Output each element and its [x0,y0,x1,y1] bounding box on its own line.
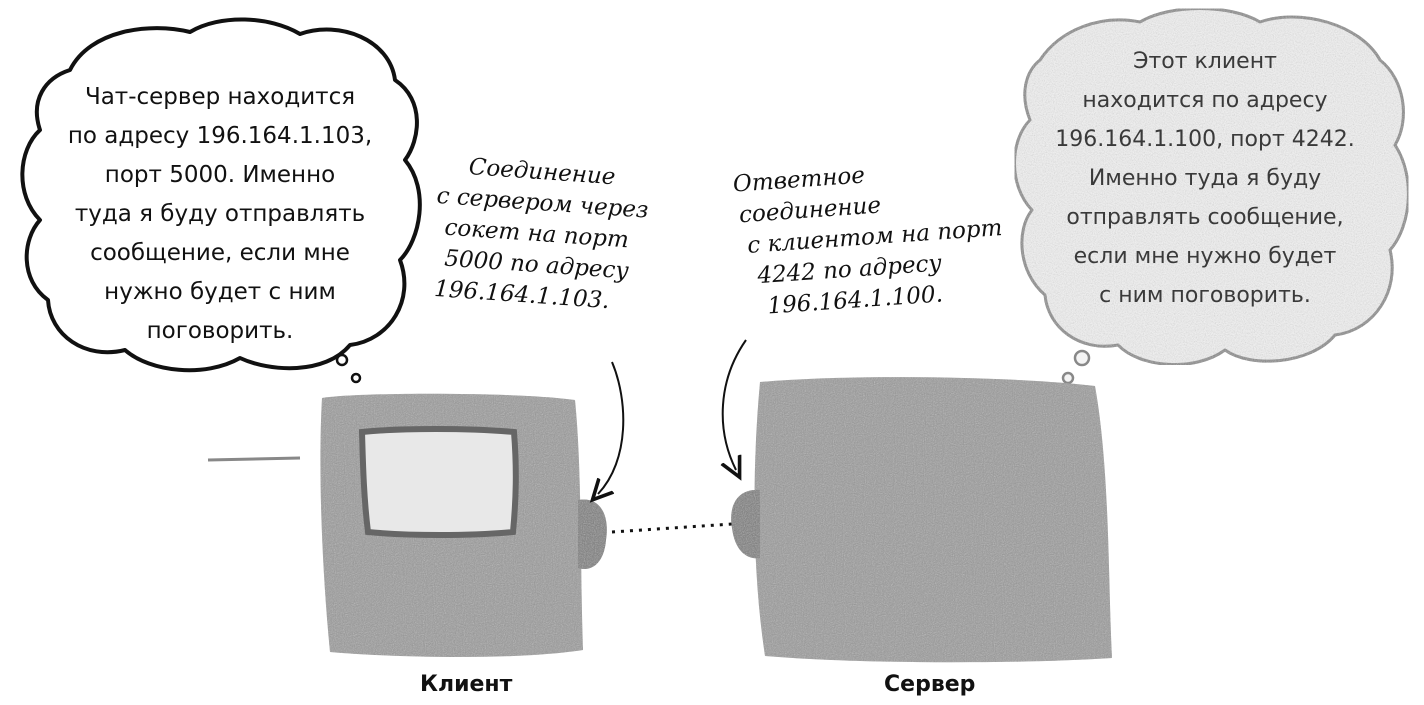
server-icon [754,377,1112,663]
server-thought-line: если мне нужно будет [1073,244,1337,269]
thought-trail-dot [350,372,362,384]
server-thought-line: 196.164.1.100, порт 4242. [1055,127,1355,152]
client-label: Клиент [420,672,513,697]
server-thought-text: Этот клиент находится по адресу 196.164.… [1020,42,1390,315]
server-thought-cloud [1013,7,1410,366]
server-thought-line: отправлять сообщение, [1066,205,1344,230]
thought-trail-dot [1061,371,1075,385]
client-thought-line: нужно будет с ним [104,279,336,305]
socket-connection-line [611,522,733,534]
client-thought-line: по адресу 196.164.1.103, [67,123,373,149]
client-thought-line: Чат-сервер находится [84,84,356,110]
client-socket-icon [578,499,607,570]
thought-trail-dot [1073,349,1091,367]
client-thought-line: сообщение, если мне [90,240,350,266]
client-thought-line: порт 5000. Именно [104,162,336,188]
server-label: Сервер [884,672,976,697]
client-thought-cloud [20,17,422,373]
client-note-arrow [598,361,625,494]
server-thought-line: с ним поговорить. [1099,283,1311,308]
client-thought-text: Чат-сервер находится по адресу 196.164.1… [40,78,400,351]
server-thought-line: Именно туда я буду [1088,166,1322,191]
server-thought-line: находится по адресу [1082,88,1328,113]
client-screen [358,426,519,538]
server-connection-note: Ответное соединение с клиентом на порт 4… [728,151,1008,324]
server-socket-icon [731,489,760,559]
thought-trail-dot [335,353,349,367]
client-connection-note: Соединение с сервером через сокет на пор… [429,150,651,319]
server-thought-line: Этот клиент [1133,49,1277,74]
client-thought-line: поговорить. [146,318,294,344]
server-note-arrow [723,339,747,470]
decorative-line [207,456,301,462]
client-thought-line: туда я буду отправлять [74,201,366,227]
